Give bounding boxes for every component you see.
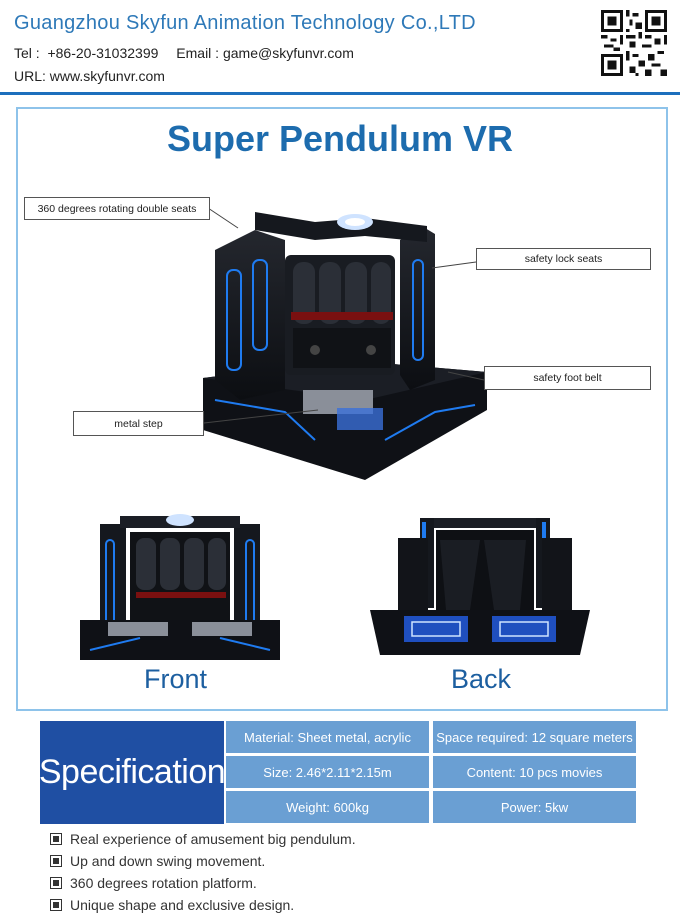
spec-material: Material: Sheet metal, acrylic — [226, 721, 429, 753]
website-url: URL: www.skyfunvr.com — [14, 68, 165, 84]
spec-weight: Weight: 600kg — [226, 791, 429, 823]
machine-main-image — [203, 212, 487, 480]
company-name: Guangzhou Skyfun Animation Technology Co… — [14, 12, 476, 34]
telephone: Tel : +86-20-31032399 — [14, 45, 159, 61]
list-item: Real experience of amusement big pendulu… — [50, 828, 356, 850]
qr-code-icon — [601, 10, 667, 76]
list-item: Up and down swing movement. — [50, 850, 356, 872]
product-title: Super Pendulum VR — [166, 118, 514, 159]
callout-safety-foot-belt: safety foot belt — [484, 366, 651, 390]
spec-power: Power: 5kw — [433, 791, 636, 823]
machine-back-image — [370, 518, 590, 655]
list-item: 360 degrees rotation platform. — [50, 872, 356, 894]
contact-line: Tel : +86-20-31032399 Email : game@skyfu… — [14, 45, 368, 61]
header-divider — [0, 92, 680, 95]
email: Email : game@skyfunvr.com — [176, 45, 354, 61]
callout-rotating-seats: 360 degrees rotating double seats — [24, 197, 210, 220]
front-view-label: Front — [144, 664, 208, 694]
checkbox-icon — [50, 877, 62, 889]
list-item: Unique shape and exclusive design. — [50, 894, 356, 916]
back-view-label: Back — [451, 664, 512, 694]
checkbox-icon — [50, 833, 62, 845]
spec-content: Content: 10 pcs movies — [433, 756, 636, 788]
callout-safety-lock-seats: safety lock seats — [476, 248, 651, 270]
spec-size: Size: 2.46*2.11*2.15m — [226, 756, 429, 788]
checkbox-icon — [50, 855, 62, 867]
specification-title: Specification — [39, 721, 226, 824]
product-frame — [16, 107, 668, 711]
machine-front-image — [80, 514, 280, 660]
feature-list: Real experience of amusement big pendulu… — [50, 828, 356, 916]
checkbox-icon — [50, 899, 62, 911]
callout-metal-step: metal step — [73, 411, 204, 436]
spec-space: Space required: 12 square meters — [433, 721, 636, 753]
